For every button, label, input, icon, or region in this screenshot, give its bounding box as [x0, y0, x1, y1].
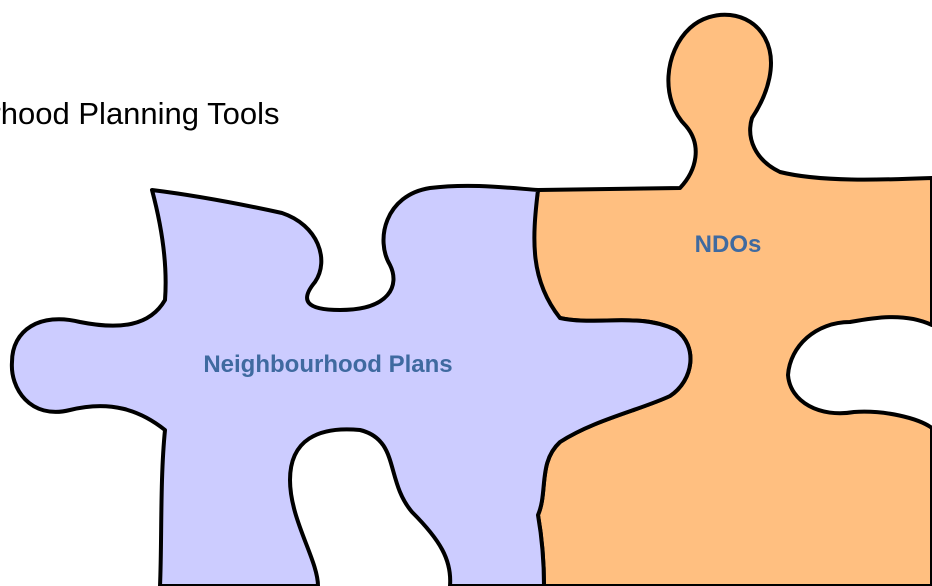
neighbourhood-plans-label: Neighbourhood Plans	[203, 351, 452, 378]
page-title: ourhood Planning Tools	[0, 96, 280, 131]
neighbourhood-plans-puzzle-piece	[9, 183, 693, 586]
ndos-puzzle-piece	[530, 12, 932, 586]
ndos-label: NDOs	[695, 231, 762, 258]
